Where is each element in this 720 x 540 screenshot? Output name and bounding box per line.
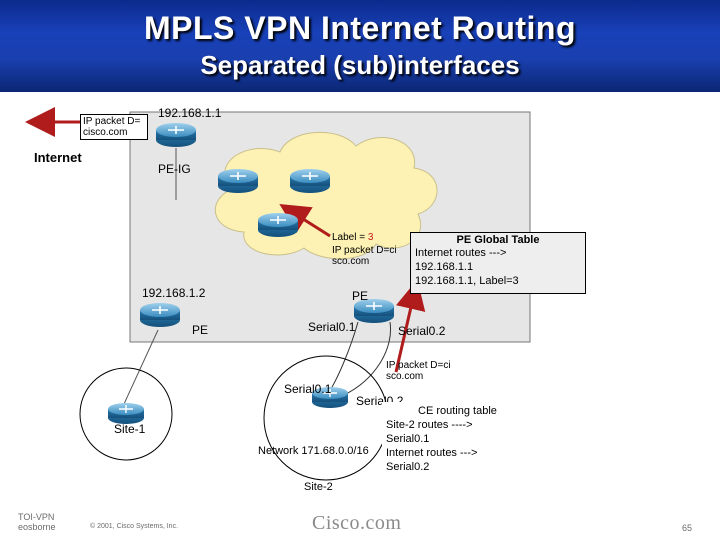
- pe-table-line2: 192.168.1.1: [415, 261, 474, 273]
- ce-table-line1: Site-2 routes ---->: [386, 419, 473, 431]
- footer-left-line2: eosborne: [18, 522, 56, 532]
- ce-serial01: Serial0.1: [284, 382, 332, 396]
- pe-table-line3: 192.168.1.1, Label=3: [415, 275, 519, 287]
- internet-packet-label: IP packet D=cisco.com: [80, 114, 148, 140]
- arrow-to-pe: [394, 279, 426, 373]
- pe-address: 192.168.1.2: [142, 286, 206, 300]
- page-number: 65: [682, 523, 693, 533]
- slide-subtitle: Separated (sub)interfaces: [200, 50, 520, 80]
- router-pe-left-icon: [140, 303, 180, 327]
- core-packet-label: IP packet D=cisco.com: [332, 245, 397, 267]
- site1-label: Site-1: [114, 422, 146, 436]
- pe-serial01: Serial0.1: [308, 320, 356, 334]
- site1-boundary: [79, 367, 173, 461]
- mpls-core-cloud: [214, 131, 438, 260]
- link-serial02: [341, 321, 392, 397]
- arrow-into-core: [279, 203, 331, 238]
- footer-copyright: © 2001, Cisco Systems, Inc.: [90, 523, 179, 530]
- pe-table-line1: Internet routes --->: [415, 247, 507, 259]
- ce-table-line3: Internet routes --->: [386, 447, 478, 459]
- ce-packet-label: IP packet D=cisco.com: [386, 360, 451, 382]
- ce-table-line2: Serial0.1: [386, 433, 430, 445]
- pe-label: PE: [352, 289, 369, 303]
- site2-label: Site-2: [304, 481, 333, 493]
- core-label-prefix: Label =: [332, 232, 368, 243]
- ce-table-line4: Serial0.2: [386, 461, 430, 473]
- ce-routing-table: CE routing table Site-2 routes ----> Ser…: [382, 402, 522, 474]
- router-peig-icon: [156, 123, 196, 147]
- core-label-value: 3: [367, 232, 374, 243]
- router-ce-icon: [312, 387, 348, 408]
- peig-address: 192.168.1.1: [158, 106, 222, 120]
- pe-table-title: PE Global Table: [456, 234, 540, 246]
- peig-label: PE-IG: [158, 162, 191, 176]
- title-banner: MPLS VPN Internet Routing Separated (sub…: [0, 0, 720, 92]
- site2-boundary: [263, 355, 389, 481]
- footer-left-line1: TOI-VPN: [18, 512, 55, 522]
- router-core-c-icon: [258, 213, 298, 237]
- core-label-line: Label = 3: [332, 233, 373, 243]
- ce-table-title: CE routing table: [418, 405, 497, 417]
- cisco-logo: Cisco.com: [312, 512, 402, 534]
- slide-title: MPLS VPN Internet Routing: [143, 10, 577, 46]
- site2-network: Network 171.68.0.0/16: [258, 445, 369, 457]
- pe-serial02: Serial0.2: [398, 324, 446, 338]
- router-core-a-icon: [218, 169, 258, 193]
- router-pe-icon: [354, 299, 394, 323]
- internet-label: Internet: [34, 150, 82, 165]
- link-pe-site1: [123, 329, 159, 405]
- router-core-b-icon: [290, 169, 330, 193]
- pe-left-label: PE: [192, 323, 209, 337]
- router-site1-icon: [108, 403, 144, 424]
- pe-global-table: PE Global Table Internet routes ---> 192…: [410, 232, 586, 294]
- footer-course-id: TOI-VPN eosborne: [18, 512, 56, 532]
